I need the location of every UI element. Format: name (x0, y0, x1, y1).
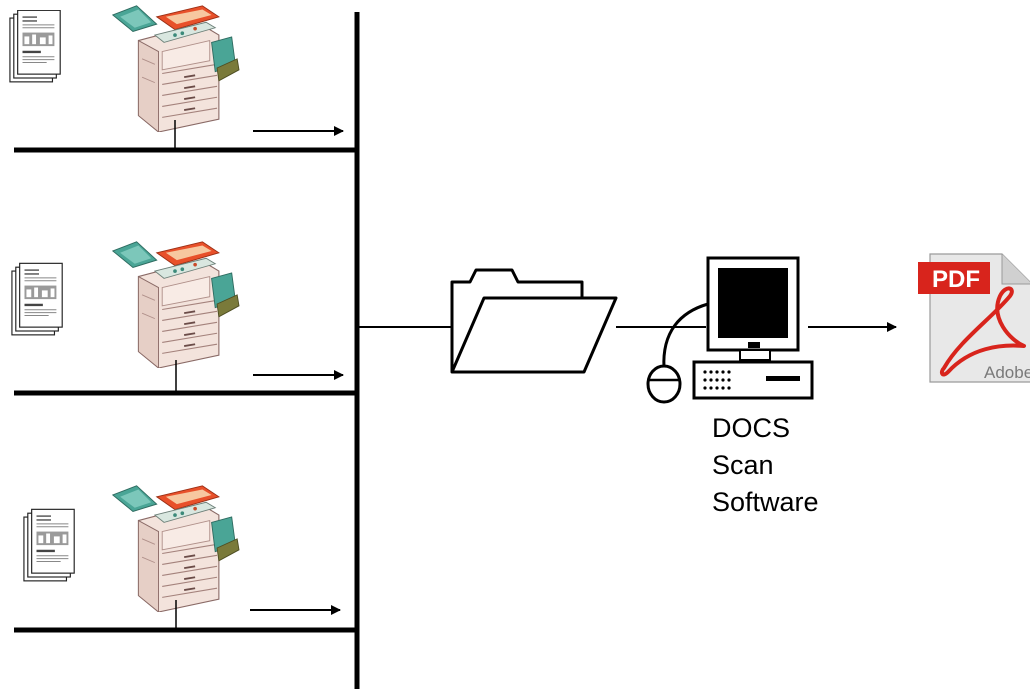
pdf-file-icon: PDF Adobe (918, 253, 1030, 383)
pdf-badge-text: PDF (932, 266, 980, 293)
software-caption: DOCS Scan Software (712, 410, 819, 521)
document-stack-icon (8, 10, 62, 84)
software-caption-line-2: Scan (712, 450, 774, 480)
software-caption-line-1: DOCS (712, 413, 791, 443)
folder-icon (450, 268, 618, 374)
software-caption-line-3: Software (712, 487, 819, 517)
scan-station-2 (10, 240, 357, 396)
document-stack-icon (10, 262, 64, 337)
computer-icon (692, 256, 814, 400)
copier-icon (111, 4, 241, 132)
copier-icon (111, 484, 241, 612)
document-stack-icon (22, 508, 76, 583)
scan-station-1 (8, 4, 357, 153)
scan-station-3 (14, 484, 357, 633)
pdf-brand-text: Adobe (984, 363, 1030, 382)
mouse-icon (646, 302, 709, 404)
copier-icon (111, 240, 241, 368)
